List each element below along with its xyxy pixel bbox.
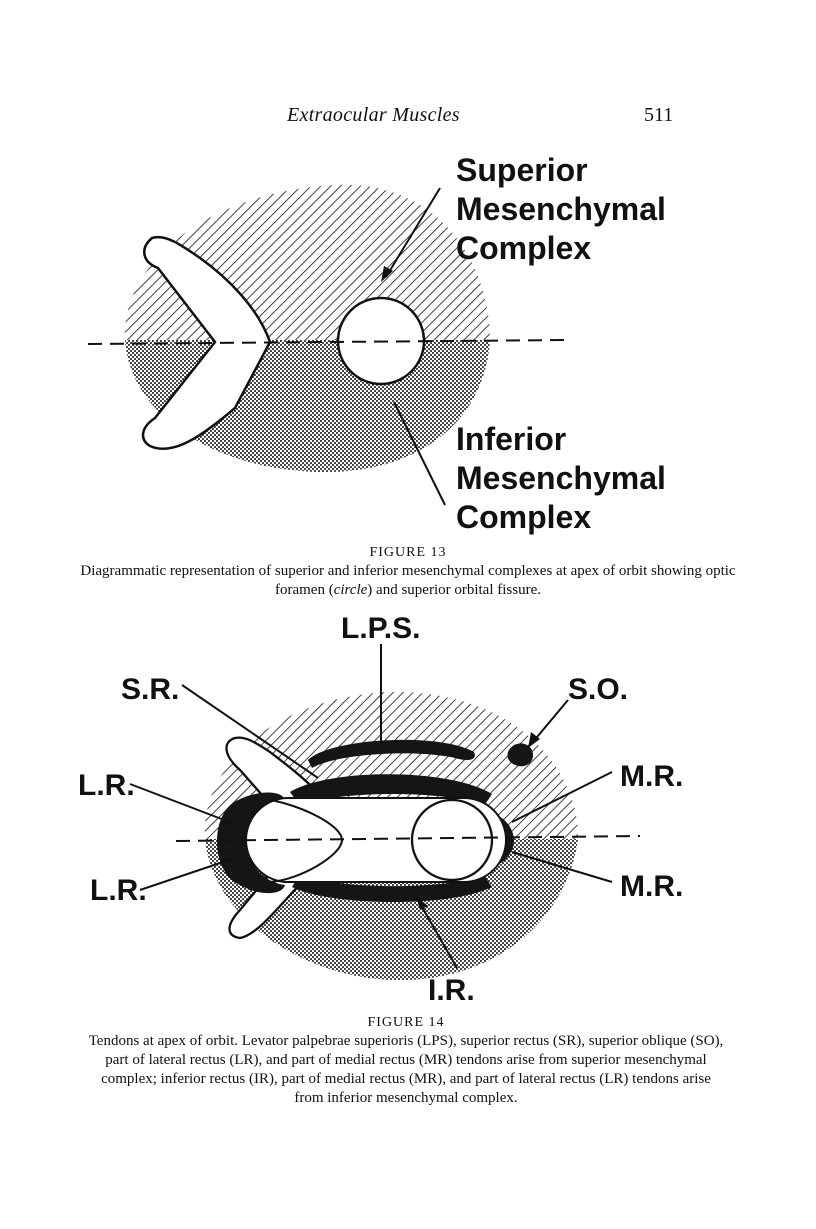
- levator-tendon: [308, 739, 475, 768]
- pointer-lr-lower: [139, 857, 236, 891]
- pointer-lr-upper: [129, 783, 233, 824]
- arrowhead-so: [528, 732, 540, 748]
- running-title: Extraocular Muscles: [287, 104, 460, 126]
- inferior-rectus-tendon: [292, 874, 492, 903]
- superior-arrowhead: [381, 266, 393, 282]
- figure-13-caption: FIGURE 13 Diagrammatic representation of…: [70, 543, 746, 600]
- label-lr-upper: L.R.: [78, 769, 135, 802]
- pointer-sr: [181, 684, 319, 779]
- label-inferior-line1: Inferior: [456, 421, 566, 457]
- label-superior-line3: Complex: [456, 230, 591, 266]
- dashed-midline: [175, 835, 641, 842]
- optic-foramen-circle: [410, 798, 494, 882]
- inferior-pointer-line: [393, 401, 446, 506]
- running-head: Extraocular Muscles 511: [0, 104, 816, 134]
- superior-oblique-tendon: [507, 743, 534, 767]
- pointer-mr-lower: [511, 851, 613, 883]
- label-lr-lower: L.R.: [90, 874, 147, 907]
- label-mr-upper: M.R.: [620, 760, 683, 793]
- page-number: 511: [644, 104, 674, 126]
- arrowhead-ir: [416, 896, 428, 910]
- pointer-mr-upper: [511, 771, 613, 823]
- caption-13-italic: circle: [333, 582, 368, 598]
- label-inferior-line3: Complex: [456, 499, 591, 535]
- label-mr-lower: M.R.: [620, 870, 683, 903]
- figure-14-label: FIGURE 14: [367, 1015, 445, 1030]
- lateral-rectus-tendon: [217, 792, 285, 894]
- figure-13-diagram: Superior Mesenchymal Complex Inferior Me…: [87, 152, 666, 535]
- figure-14-caption-text: Tendons at apex of orbit. Levator palpeb…: [88, 1033, 724, 1106]
- dashed-midline: [87, 339, 571, 345]
- caption-13-part2: ) and superior orbital fissure.: [367, 582, 541, 598]
- label-sr: S.R.: [121, 673, 179, 706]
- figure-14-caption: FIGURE 14 Tendons at apex of orbit. Leva…: [86, 1013, 726, 1108]
- label-inferior-line2: Mesenchymal: [456, 460, 666, 496]
- caption-13-part1: Diagrammatic representation of superior …: [80, 563, 736, 598]
- label-superior-line1: Superior: [456, 152, 588, 188]
- label-so: S.O.: [568, 673, 628, 706]
- superior-rectus-tendon: [290, 774, 492, 806]
- label-lps: L.P.S.: [341, 612, 420, 645]
- figure-13-caption-text: Diagrammatic representation of superior …: [70, 562, 746, 600]
- pointer-ir: [417, 899, 458, 969]
- figure-13-label: FIGURE 13: [369, 545, 447, 560]
- superior-pointer-line: [385, 187, 441, 278]
- label-superior-line2: Mesenchymal: [456, 191, 666, 227]
- superior-orbital-fissure: [141, 235, 272, 451]
- label-ir: I.R.: [428, 974, 475, 1007]
- figure-14-diagram: L.P.S. S.R. S.O. L.R. M.R. L.R. M.R. I.R…: [78, 612, 683, 1007]
- pointer-so: [531, 699, 569, 744]
